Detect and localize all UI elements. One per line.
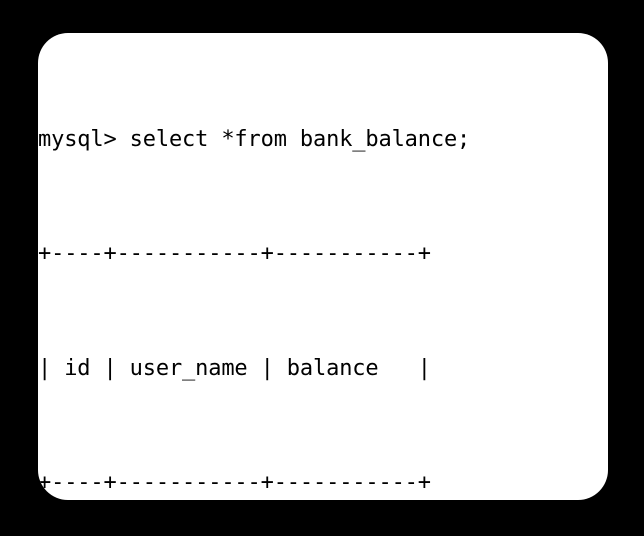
terminal-transcript[interactable]: mysql> select *from bank_balance; +----+…: [38, 40, 608, 500]
terminal-line-header-balance: | id | user_name | balance |: [38, 355, 431, 381]
terminal-line-separator-header: +----+-----------+-----------+: [38, 469, 431, 495]
terminal-line-separator-top: +----+-----------+-----------+: [38, 241, 431, 267]
terminal-line-command-select: mysql> select *from bank_balance;: [38, 126, 471, 152]
terminal-card: mysql> select *from bank_balance; +----+…: [38, 33, 608, 500]
